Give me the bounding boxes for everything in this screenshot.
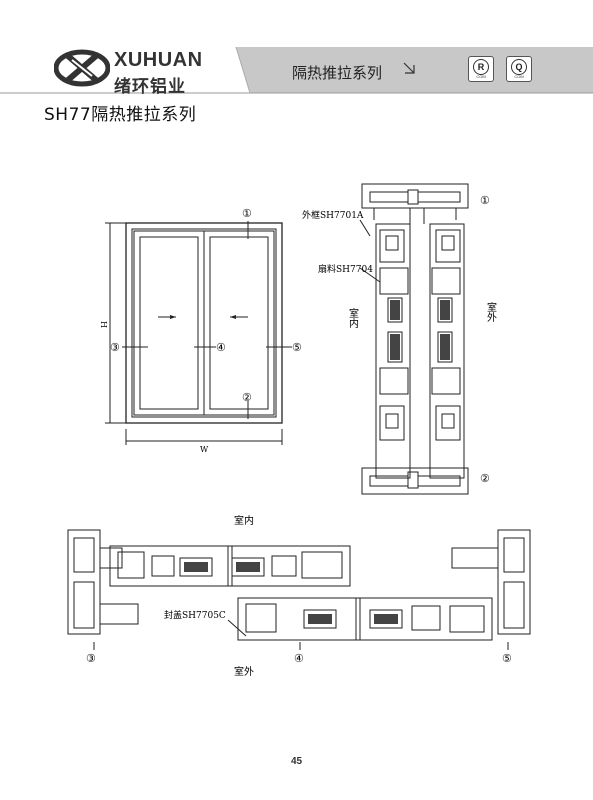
badge-q-suffix: COM	[514, 74, 524, 79]
elevation-marker-3: ③	[110, 341, 120, 354]
height-dimension-label: H	[100, 321, 108, 328]
elevation-marker-1: ①	[242, 207, 252, 220]
brand-name-en: XUHUAN	[114, 49, 203, 71]
elevation-marker-2: ②	[242, 391, 252, 404]
elevation-marker-5: ⑤	[292, 341, 302, 354]
vertical-marker-2: ②	[480, 472, 490, 485]
page-title: SH77隔热推拉系列	[44, 105, 197, 125]
elevation-marker-4: ④	[216, 341, 226, 354]
horizontal-marker-5: ⑤	[502, 652, 512, 665]
callout-sash: 扇料SH7704	[318, 263, 373, 275]
certification-badge-q: Q COM	[506, 56, 532, 82]
callout-cover: 封盖SH7705C	[164, 609, 226, 621]
vertical-marker-1: ①	[480, 194, 490, 207]
horizontal-side-inside: 室内	[234, 514, 254, 527]
badge-r-suffix: COM	[476, 74, 486, 79]
vertical-side-inside: 室内	[347, 307, 359, 329]
horizontal-marker-4: ④	[294, 652, 304, 665]
page-number: 45	[290, 756, 303, 767]
brand-logo	[54, 49, 110, 87]
window-elevation-drawing: H W ① ② ③ ④ ⑤	[100, 207, 302, 454]
vertical-side-outside: 室外	[485, 301, 497, 323]
horizontal-side-outside: 室外	[234, 665, 254, 678]
horizontal-marker-3: ③	[86, 652, 96, 665]
badge-q-letter: Q	[511, 59, 527, 75]
certification-badge-r: R COM	[468, 56, 494, 82]
brand-name-cn: 绪环铝业	[114, 77, 186, 97]
horizontal-section-drawing: 室内 室外 封盖SH7705C ③ ④ ⑤	[67, 514, 531, 678]
series-label: 隔热推拉系列	[292, 64, 383, 82]
width-dimension-label: W	[200, 445, 209, 454]
vertical-section-drawing: 外框SH7701A 扇料SH7704 室内 室外 ① ②	[302, 183, 497, 495]
badge-r-letter: R	[473, 59, 489, 75]
callout-frame: 外框SH7701A	[302, 209, 364, 221]
